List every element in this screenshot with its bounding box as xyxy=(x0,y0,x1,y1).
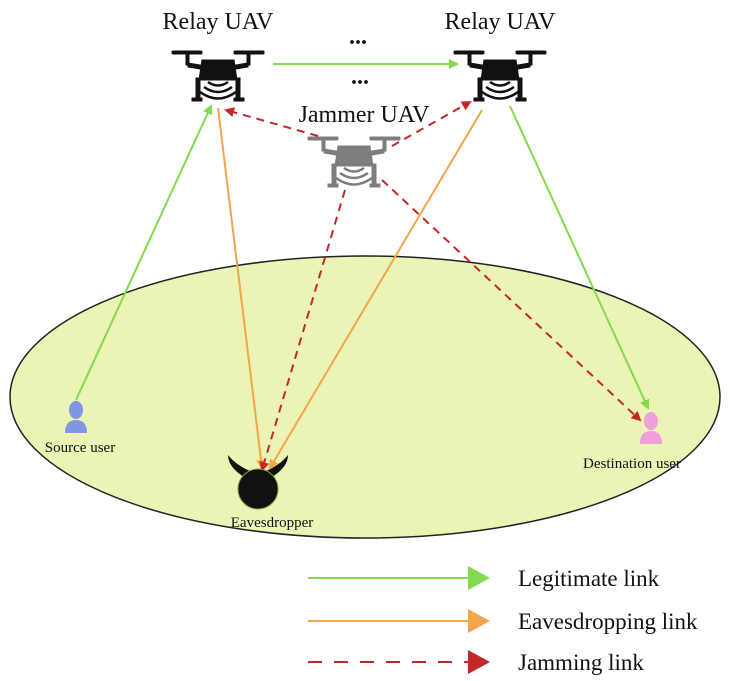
legend-legitimate-arrow xyxy=(468,566,490,590)
jam-to-destination xyxy=(381,179,642,422)
legend-eavesdropping-label: Eavesdropping link xyxy=(518,609,698,634)
jam-to-relay-right xyxy=(391,101,472,147)
jammer-uav-drone-icon xyxy=(306,135,402,189)
legend-legitimate-label: Legitimate link xyxy=(518,566,660,591)
eavesdropper-devil-icon xyxy=(228,455,288,510)
jam-to-eavesdropper xyxy=(259,189,346,472)
eavesdropper-label: Eavesdropper xyxy=(231,515,313,531)
legend: Legitimate link Eavesdropping link Jammi… xyxy=(308,566,698,675)
legend-jamming-label: Jamming link xyxy=(518,650,644,675)
destination-user-label: Destination user xyxy=(583,456,681,472)
link-source-to-relay xyxy=(75,104,213,401)
ground-area xyxy=(9,255,721,539)
jammer-uav-label: Jammer UAV xyxy=(299,102,431,128)
legend-jamming-arrow xyxy=(468,650,490,674)
source-user-label: Source user xyxy=(45,440,115,456)
legend-eavesdropping-arrow xyxy=(468,609,490,633)
relay-uav-left-drone-icon xyxy=(170,49,266,103)
ellipsis-mid: ... xyxy=(351,64,369,90)
relay-uav-right-label: Relay UAV xyxy=(445,9,557,35)
link-relay-right-to-eavesdropper xyxy=(268,109,483,470)
link-relay-left-to-eavesdropper xyxy=(217,107,266,470)
relay-uav-right-drone-icon xyxy=(452,49,548,103)
relay-uav-left-label: Relay UAV xyxy=(163,9,275,35)
jam-to-relay-left xyxy=(224,107,319,137)
link-relay-to-destination xyxy=(509,105,650,410)
ellipsis-top: ... xyxy=(349,24,367,50)
